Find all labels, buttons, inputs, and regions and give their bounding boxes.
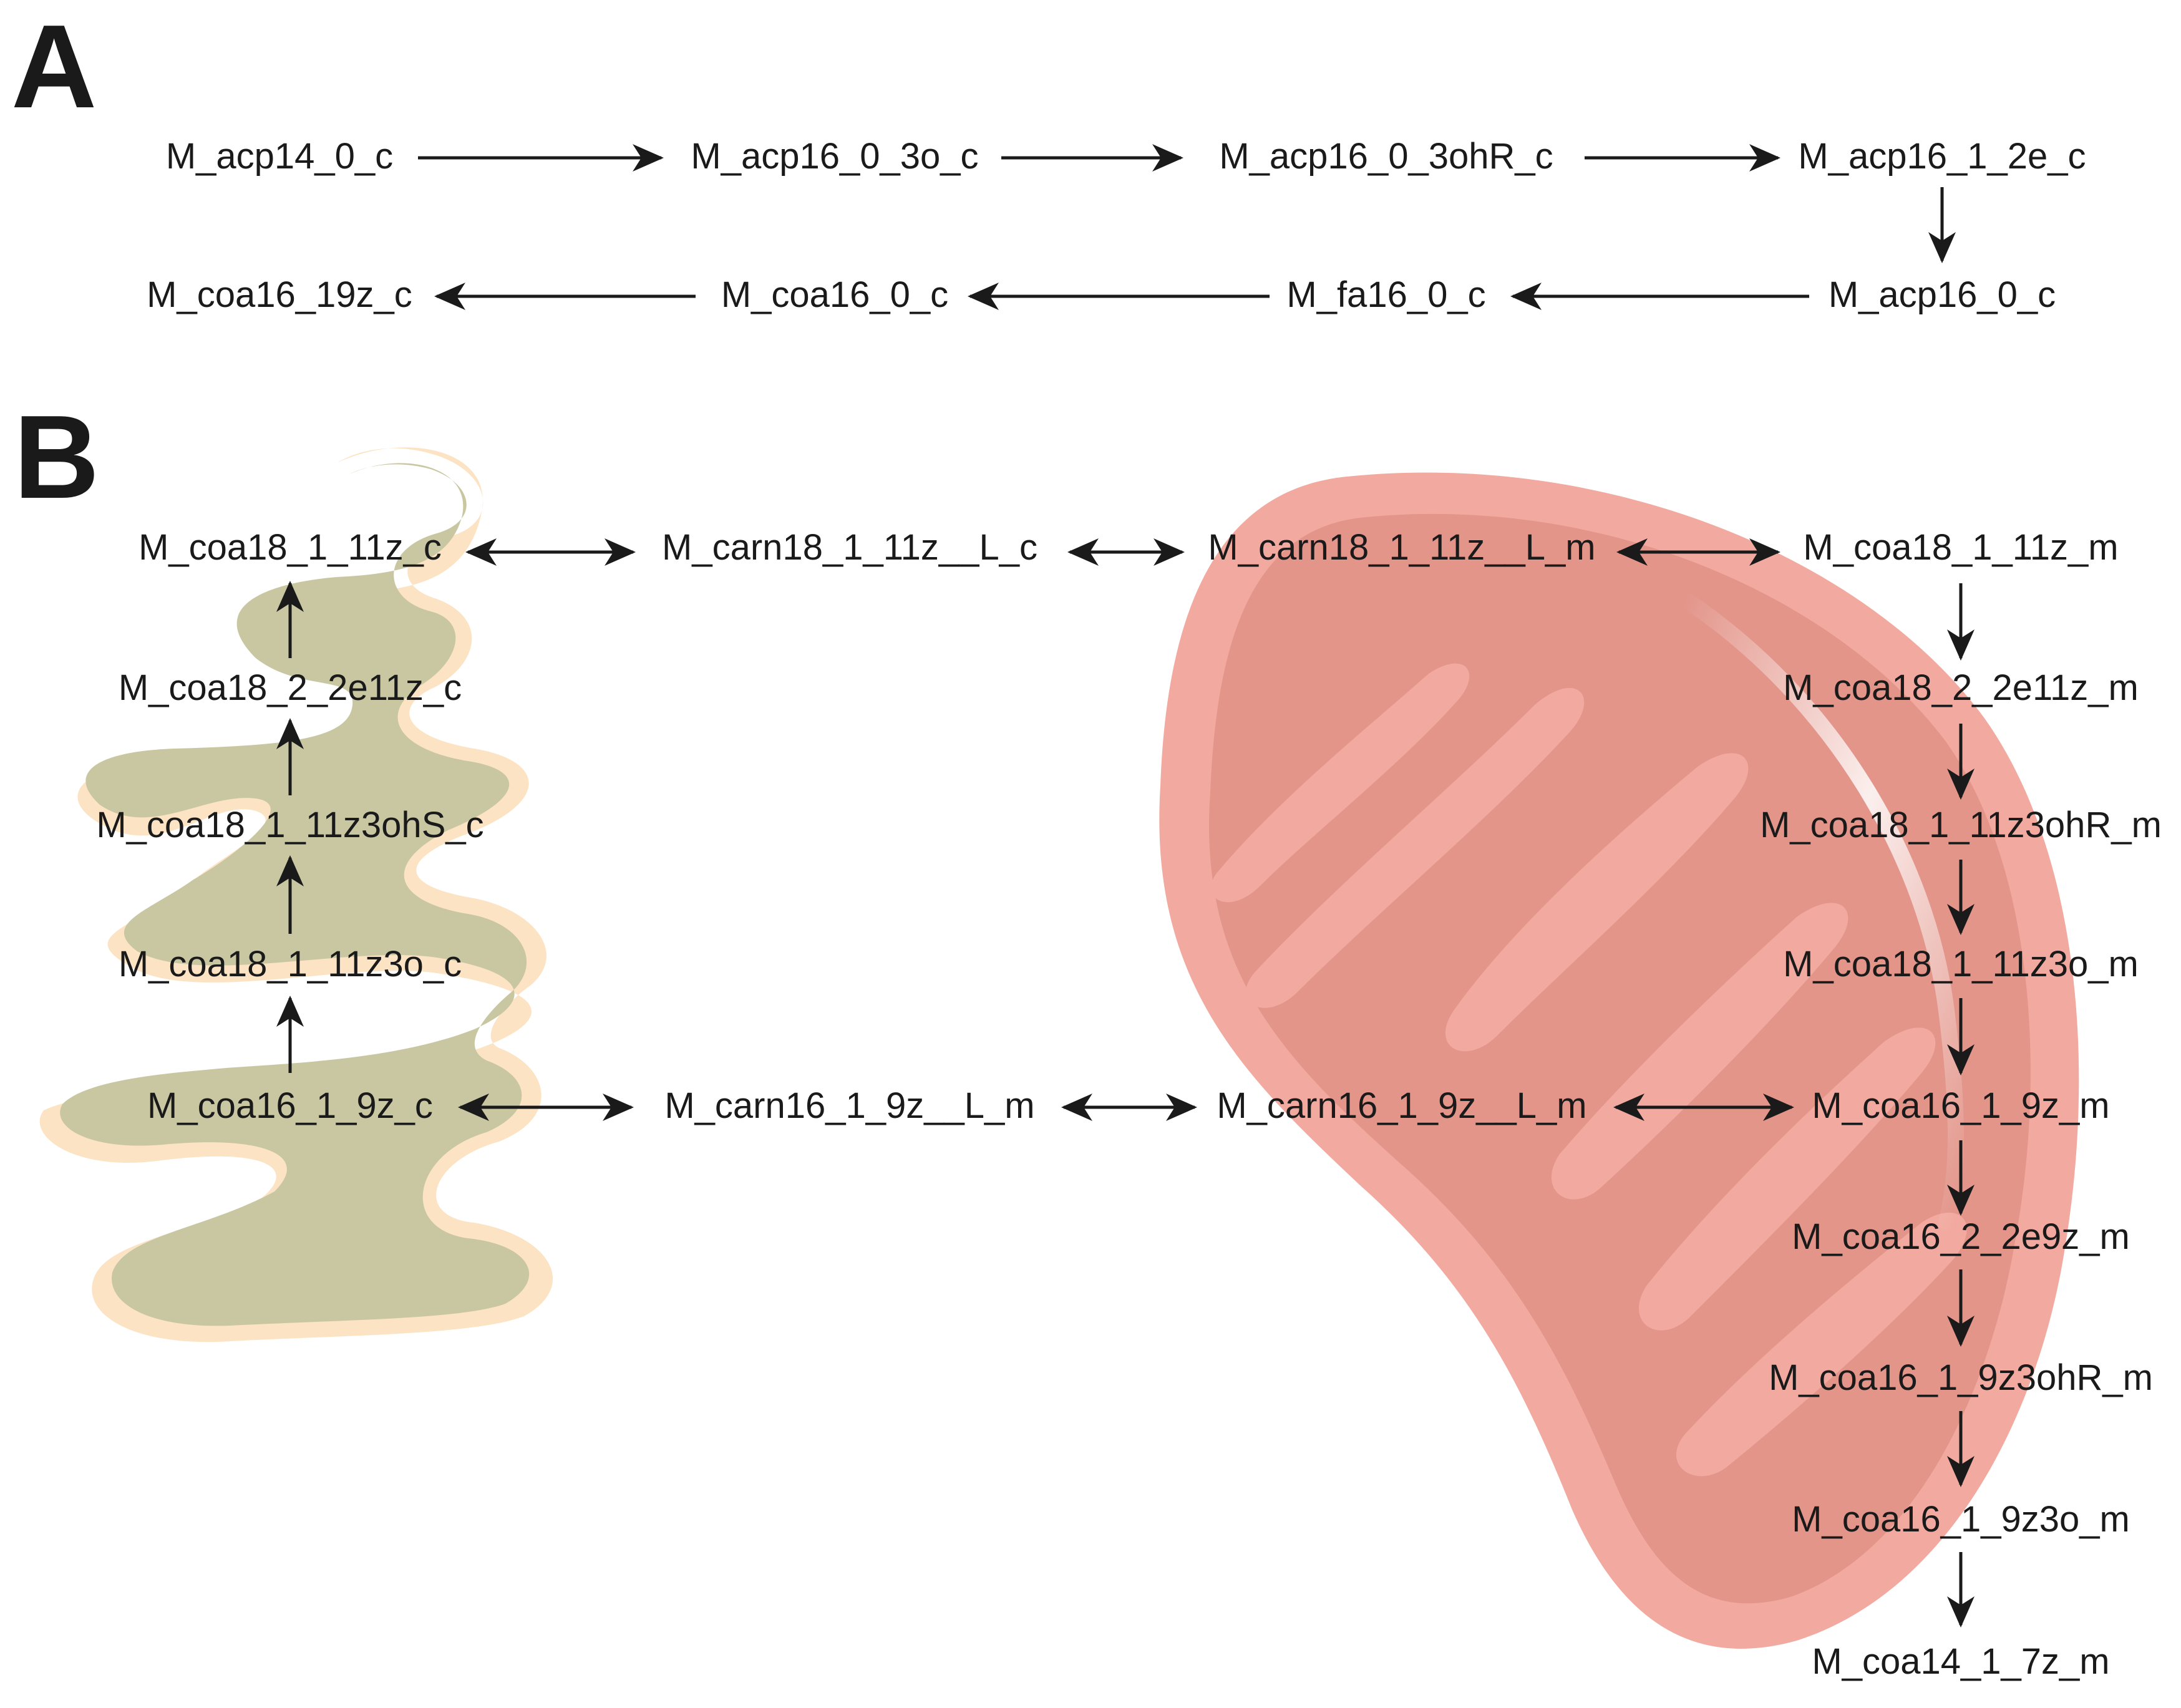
metabolite-label: M_coa16_19z_c [147, 274, 412, 315]
metabolite-label: M_coa18_1_11z_c [138, 527, 442, 568]
metabolite-label: M_coa18_1_11z_m [1803, 527, 2118, 568]
metabolite-label: M_coa18_2_2e11z_m [1783, 667, 2139, 708]
metabolite-label: M_carn16_1_9z__L_m [664, 1085, 1034, 1126]
metabolite-label: M_acp16_0_c [1829, 274, 2056, 315]
crista [1551, 903, 1848, 1200]
metabolite-label: M_coa16_2_2e9z_m [1792, 1216, 2130, 1257]
crista [1210, 663, 1470, 903]
metabolite-label: M_carn18_1_11z__L_c [662, 527, 1037, 568]
metabolite-label: M_coa18_1_11z3ohS_c [96, 805, 483, 845]
metabolite-label: M_coa18_1_11z3ohR_m [1760, 805, 2162, 845]
crista [1676, 1212, 1967, 1477]
metabolite-label: M_coa16_1_9z_c [147, 1085, 433, 1126]
metabolite-label: M_coa16_1_9z_m [1812, 1085, 2109, 1126]
er-inner-lumen [60, 463, 530, 1326]
metabolite-label: M_coa18_2_2e11z_c [119, 667, 462, 708]
metabolite-label: M_carn18_1_11z__L_m [1208, 527, 1595, 568]
metabolite-label: M_carn16_1_9z__L_m [1217, 1085, 1586, 1126]
metabolite-label: M_coa16_0_c [721, 274, 948, 315]
metabolite-label: M_coa16_1_9z3ohR_m [1769, 1357, 2153, 1398]
er-organelle-shape [39, 447, 553, 1342]
metabolite-label: M_acp16_0_3o_c [691, 136, 978, 177]
crista [1638, 1027, 1936, 1331]
cristae [1210, 663, 1967, 1477]
metabolite-label: M_acp16_1_2e_c [1798, 136, 2086, 177]
metabolite-label: M_coa18_1_11z3o_c [119, 944, 462, 984]
panel-b-labels: M_coa18_1_11z_c M_coa18_2_2e11z_c M_coa1… [96, 527, 2162, 1682]
panel-b-arrows [276, 538, 1975, 1628]
metabolite-label: M_coa14_1_7z_m [1812, 1641, 2109, 1682]
crista [1245, 687, 1585, 1008]
panel-a-labels: M_acp14_0_c M_acp16_0_3o_c M_acp16_0_3oh… [147, 136, 2086, 315]
mitochondrion-shape [1159, 472, 2079, 1649]
panel-label-b: B [14, 391, 99, 523]
mitochondrion-highlight [1676, 591, 1964, 1231]
metabolite-label: M_fa16_0_c [1286, 274, 1485, 315]
panel-a-arrows [418, 144, 1956, 310]
metabolite-label: M_acp16_0_3ohR_c [1219, 136, 1553, 177]
crista [1445, 753, 1749, 1052]
metabolite-label: M_coa18_1_11z3o_m [1783, 944, 2139, 984]
metabolite-label: M_coa16_1_9z3o_m [1792, 1499, 2130, 1540]
panel-label-a: A [11, 1, 97, 133]
metabolite-label: M_acp14_0_c [166, 136, 393, 177]
